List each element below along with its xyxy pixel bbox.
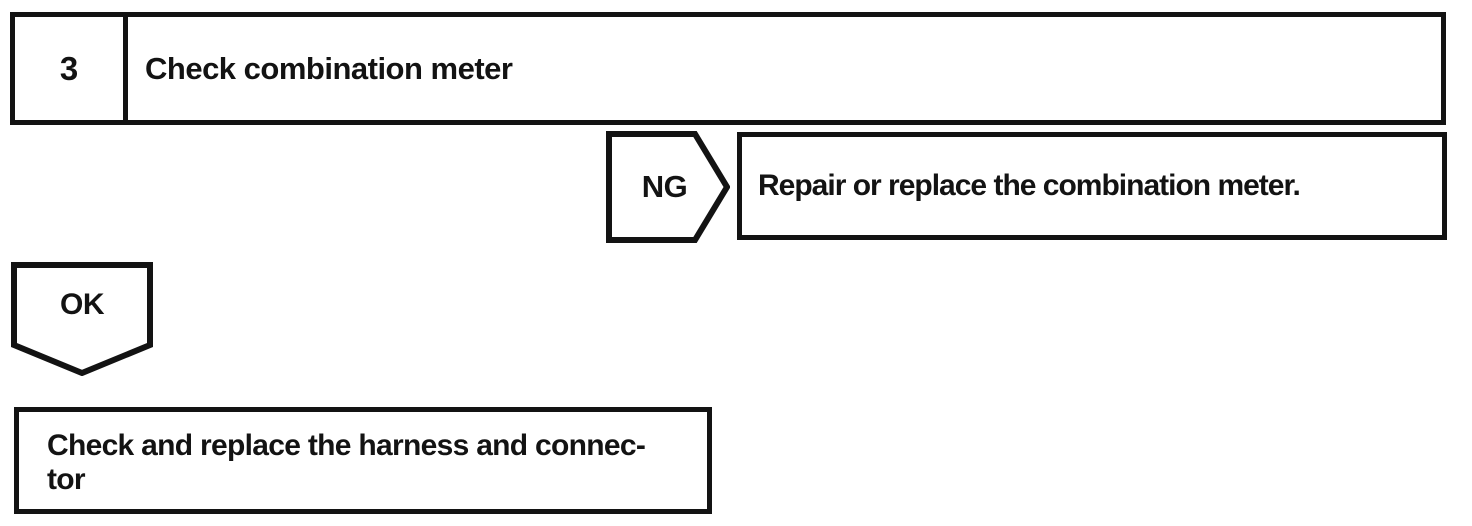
- ok-pentagon-icon: [11, 262, 153, 376]
- ng-pentagon-icon: [606, 131, 730, 243]
- ok-connector: OK: [11, 262, 153, 376]
- ng-pentagon-outline: [606, 131, 730, 243]
- result-box: Check and replace the harness and connec…: [14, 407, 712, 514]
- step-box: 3 Check combination meter: [10, 12, 1446, 125]
- ok-label: OK: [60, 288, 105, 321]
- ng-connector: NG: [606, 131, 730, 243]
- step-number: 3: [15, 17, 128, 120]
- ng-action-box: Repair or replace the combination meter.: [737, 132, 1447, 240]
- step-title: Check combination meter: [145, 50, 513, 86]
- result-text-line-2: tor: [47, 463, 86, 496]
- ng-label: NG: [641, 169, 688, 204]
- ng-action-text: Repair or replace the combination meter.: [758, 169, 1301, 202]
- result-text-line-1: Check and replace the harness and connec…: [47, 429, 646, 462]
- ok-pentagon-outline: [11, 262, 153, 376]
